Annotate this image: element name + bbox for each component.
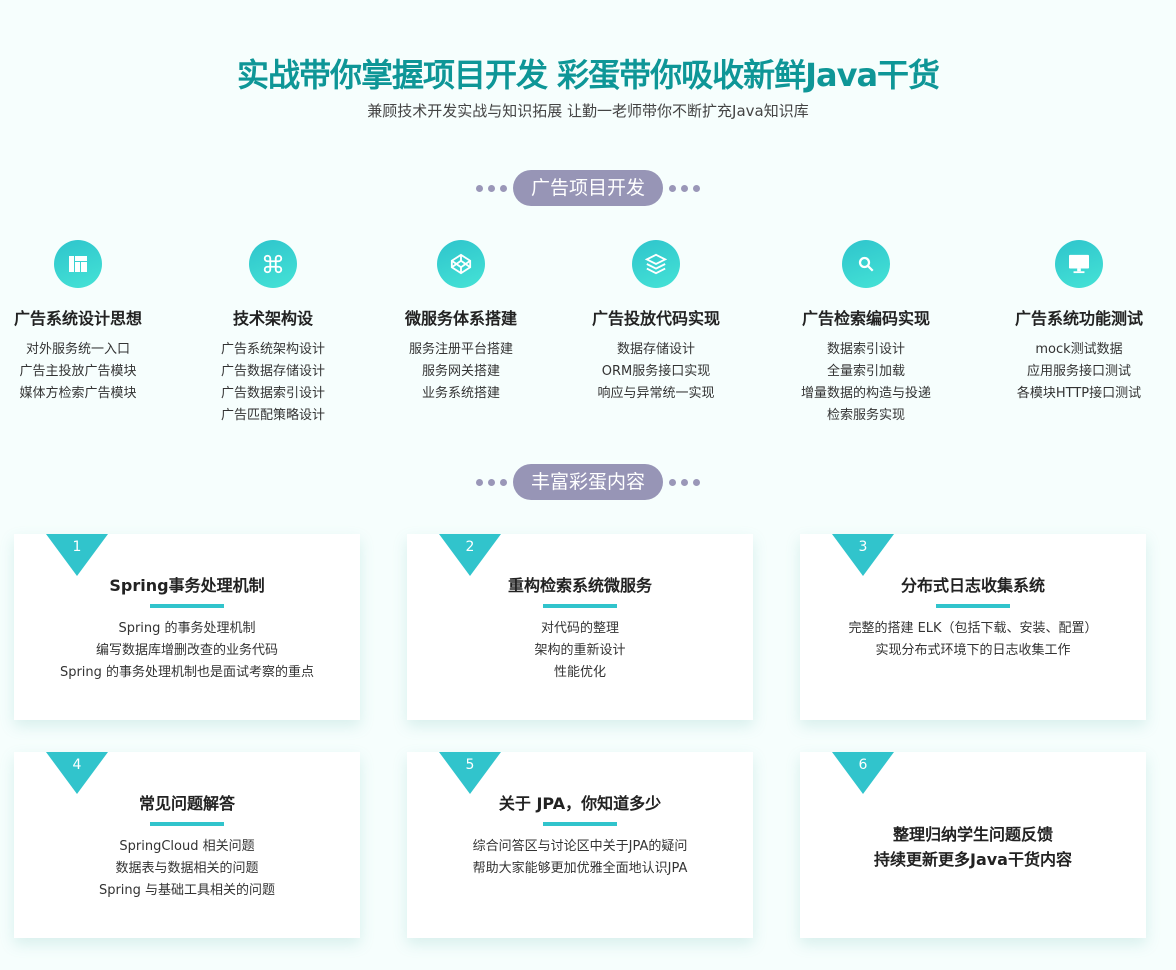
feature-column: 技术架构设 广告系统架构设计广告数据存储设计广告数据索引设计广告匹配策略设计 <box>173 240 373 427</box>
feature-column: 广告投放代码实现 数据存储设计 ORM服务接口实现响应与异常统一实现 <box>556 240 756 405</box>
bonus-card: 4 常见问题解答 SpringCloud 相关问题数据表与数据相关的问题 Sprin… <box>14 752 360 938</box>
card-title: 分布式日志收集系统 <box>900 576 1045 595</box>
card-title: 重构检索系统微服务 <box>507 576 652 595</box>
card-item: Spring 的事务处理机制 <box>118 621 256 636</box>
card-number: 4 <box>72 757 82 773</box>
title-underline <box>936 604 1010 608</box>
layers-icon <box>632 240 680 288</box>
title-underline <box>150 822 224 826</box>
page-title: 实战带你掌握项目开发 彩蛋带你吸收新鲜Java干货 <box>236 56 940 94</box>
card-title: 常见问题解答 <box>138 794 235 813</box>
card-number: 3 <box>858 539 868 555</box>
feature-title: 技术架构设 <box>232 309 313 328</box>
feature-title: 微服务体系搭建 <box>404 309 517 328</box>
feature-item: 各模块HTTP接口测试 <box>1016 386 1142 401</box>
dots-decoration <box>475 184 507 192</box>
feature-item: 媒体方检索广告模块 <box>19 386 137 401</box>
card-line: 持续更新更多Java干货内容 <box>874 850 1072 869</box>
feature-column: 微服务体系搭建 服务注册平台搭建服务网关搭建业务系统搭建 <box>361 240 561 405</box>
card-number: 5 <box>465 757 475 773</box>
feature-item: ORM服务接口实现 <box>601 364 711 379</box>
number-badge-triangle <box>832 534 894 576</box>
feature-item: 业务系统搭建 <box>421 386 500 401</box>
feature-item: 服务注册平台搭建 <box>408 342 513 357</box>
codepen-icon <box>437 240 485 288</box>
feature-item: 广告主投放广告模块 <box>19 364 137 379</box>
section-pill: 广告项目开发 <box>512 170 663 206</box>
bonus-card: 2 重构检索系统微服务 对代码的整理架构的重新设计性能优化 <box>407 534 753 720</box>
dots-decoration <box>475 478 507 486</box>
dots-decoration <box>669 184 700 192</box>
card-line: 整理归纳学生问题反馈 <box>892 825 1053 844</box>
card-number: 2 <box>465 539 475 555</box>
feature-item: 广告系统架构设计 <box>220 342 325 357</box>
dots-decoration <box>669 478 700 486</box>
card-item: Spring 与基础工具相关的问题 <box>98 883 276 898</box>
feature-column: 广告系统功能测试 mock测试数据应用服务接口测试各模块HTTP接口测试 <box>979 240 1176 405</box>
feature-item: 数据存储设计 <box>616 342 695 357</box>
feature-item: 检索服务实现 <box>826 408 905 423</box>
feature-item: 广告数据索引设计 <box>220 386 325 401</box>
section-header-ad-project: 广告项目开发 <box>0 170 1176 206</box>
feature-item: 广告匹配策略设计 <box>220 408 325 423</box>
number-badge-triangle <box>439 752 501 794</box>
card-item: 性能优化 <box>553 665 606 680</box>
feature-item: 增量数据的构造与投递 <box>800 386 931 401</box>
card-item: SpringCloud 相关问题 <box>119 839 255 854</box>
feature-item: 应用服务接口测试 <box>1026 364 1131 379</box>
feature-title: 广告系统功能测试 <box>1014 309 1143 328</box>
title-underline <box>543 604 617 608</box>
card-item: 编写数据库增删改查的业务代码 <box>95 643 278 658</box>
bonus-card: 6 整理归纳学生问题反馈持续更新更多Java干货内容 <box>800 752 1146 938</box>
layout-icon <box>54 240 102 288</box>
command-icon <box>249 240 297 288</box>
feature-column: 广告检索编码实现 数据索引设计全量索引加载增量数据的构造与投递检索服务实现 <box>766 240 966 427</box>
title-underline <box>543 822 617 826</box>
feature-item: 响应与异常统一实现 <box>597 386 715 401</box>
number-badge-triangle <box>46 752 108 794</box>
card-item: 综合问答区与讨论区中关于JPA的疑问 <box>472 839 688 854</box>
bonus-card: 3 分布式日志收集系统 完整的搭建 ELK（包括下载、安装、配置） 实现分布式环境下… <box>800 534 1146 720</box>
section-header-bonus: 丰富彩蛋内容 <box>0 464 1176 500</box>
feature-column: 广告系统设计思想 对外服务统一入口广告主投放广告模块媒体方检索广告模块 <box>0 240 178 405</box>
card-title: 关于 JPA，你知道多少 <box>498 794 662 813</box>
card-title: Spring事务处理机制 <box>109 576 265 595</box>
bonus-card: 5 关于 JPA，你知道多少 综合问答区与讨论区中关于JPA的疑问帮助大家能够更加… <box>407 752 753 938</box>
page-subtitle: 兼顾技术开发实战与知识拓展 让勤一老师带你不断扩充Java知识库 <box>367 102 809 120</box>
card-item: 数据表与数据相关的问题 <box>115 861 259 876</box>
card-item: 对代码的整理 <box>540 621 619 636</box>
feature-item: 广告数据存储设计 <box>220 364 325 379</box>
section-pill: 丰富彩蛋内容 <box>512 464 663 500</box>
feature-item: 服务网关搭建 <box>421 364 500 379</box>
card-item: 完整的搭建 ELK（包括下载、安装、配置） <box>848 621 1098 636</box>
feature-item: 对外服务统一入口 <box>25 342 130 357</box>
card-item: 架构的重新设计 <box>534 643 626 658</box>
card-item: 实现分布式环境下的日志收集工作 <box>875 643 1071 658</box>
title-underline <box>150 604 224 608</box>
feature-item: 数据索引设计 <box>826 342 905 357</box>
feature-item: mock测试数据 <box>1035 342 1123 357</box>
feature-title: 广告投放代码实现 <box>591 309 720 328</box>
card-number: 1 <box>72 539 82 555</box>
feature-title: 广告系统设计思想 <box>13 309 142 328</box>
feature-title: 广告检索编码实现 <box>801 309 930 328</box>
search-icon <box>842 240 890 288</box>
number-badge-triangle <box>832 752 894 794</box>
card-number: 6 <box>858 757 868 773</box>
card-item: 帮助大家能够更加优雅全面地认识JPA <box>472 861 688 876</box>
number-badge-triangle <box>46 534 108 576</box>
card-item: Spring 的事务处理机制也是面试考察的重点 <box>59 665 315 680</box>
card-text: 整理归纳学生问题反馈持续更新更多Java干货内容 <box>800 822 1146 872</box>
monitor-icon <box>1055 240 1103 288</box>
number-badge-triangle <box>439 534 501 576</box>
feature-item: 全量索引加载 <box>826 364 905 379</box>
